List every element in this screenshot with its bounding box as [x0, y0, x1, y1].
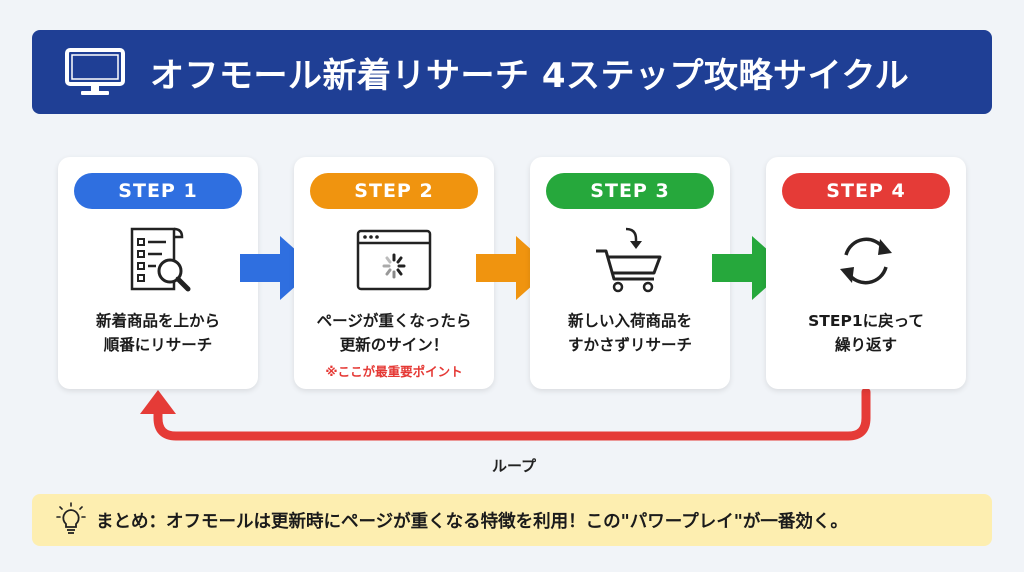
step-badge: STEP 1 [74, 173, 242, 209]
step-badge: STEP 2 [310, 173, 478, 209]
step-badge: STEP 3 [546, 173, 714, 209]
loop-label: ループ [491, 457, 537, 475]
refresh-icon [840, 237, 892, 285]
summary-text: まとめ：オフモールは更新時にページが重くなる特徴を利用！この"パワープレイ"が一… [96, 511, 848, 532]
lightbulb-icon [56, 502, 86, 534]
step-description: 新しい入荷商品を すかさずリサーチ [567, 312, 692, 354]
document-search-icon [130, 227, 191, 292]
important-note: ※ここが最重要ポイント [325, 364, 463, 379]
step-badge: STEP 4 [782, 173, 950, 209]
step-description: STEP1に戻って 繰り返す [808, 312, 924, 354]
page-title: オフモール新着リサーチ 4ステップ攻略サイクル [150, 55, 910, 96]
header-banner: オフモール新着リサーチ 4ステップ攻略サイクル [32, 30, 992, 114]
step-card-3: STEP 3 新しい入荷商品を すかさずリサーチ [530, 157, 730, 389]
step-card-1: STEP 1 新着商品を上から 順番にリサーチ [58, 157, 258, 389]
step-card-2: STEP 2 ページが重くなったら 更新のサイン！ ※ここが最重要ポイント [294, 157, 494, 389]
browser-loading-icon [356, 229, 432, 291]
monitor-icon [65, 48, 125, 95]
summary-banner: まとめ：オフモールは更新時にページが重くなる特徴を利用！この"パワープレイ"が一… [32, 494, 992, 546]
step-description: 新着商品を上から 順番にリサーチ [95, 312, 220, 354]
step-description: ページが重くなったら 更新のサイン！ [316, 312, 472, 354]
step-card-4: STEP 4 STEP1に戻って 繰り返す [766, 157, 966, 389]
cart-arrow-icon [596, 227, 662, 293]
